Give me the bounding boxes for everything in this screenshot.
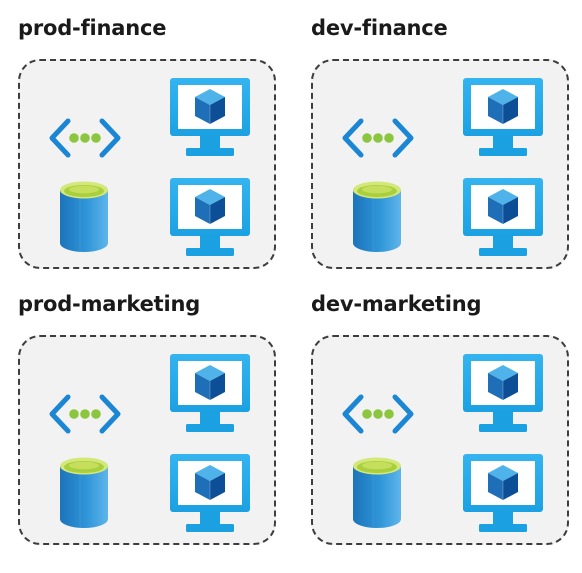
virtual-machine-icon <box>168 76 252 158</box>
virtual-machine-icon <box>168 452 252 534</box>
resource-group-prod-finance: prod-finance <box>18 16 280 288</box>
virtual-network-icon <box>48 390 122 438</box>
virtual-machine-icon <box>168 176 252 258</box>
database-icon <box>58 180 110 254</box>
virtual-machine-icon <box>168 352 252 434</box>
group-container <box>18 59 276 269</box>
resource-group-prod-marketing: prod-marketing <box>18 292 280 564</box>
database-icon <box>58 456 110 530</box>
resource-group-dev-marketing: dev-marketing <box>311 292 573 564</box>
virtual-network-icon <box>341 390 415 438</box>
database-icon <box>351 456 403 530</box>
group-container <box>18 335 276 545</box>
resource-group-dev-finance: dev-finance <box>311 16 573 288</box>
group-title: prod-finance <box>18 16 167 40</box>
group-container <box>311 335 569 545</box>
virtual-machine-icon <box>461 176 545 258</box>
virtual-machine-icon <box>461 352 545 434</box>
group-title: prod-marketing <box>18 292 201 316</box>
virtual-machine-icon <box>461 452 545 534</box>
virtual-network-icon <box>48 114 122 162</box>
group-container <box>311 59 569 269</box>
group-title: dev-marketing <box>311 292 482 316</box>
virtual-network-icon <box>341 114 415 162</box>
database-icon <box>351 180 403 254</box>
group-title: dev-finance <box>311 16 448 40</box>
virtual-machine-icon <box>461 76 545 158</box>
